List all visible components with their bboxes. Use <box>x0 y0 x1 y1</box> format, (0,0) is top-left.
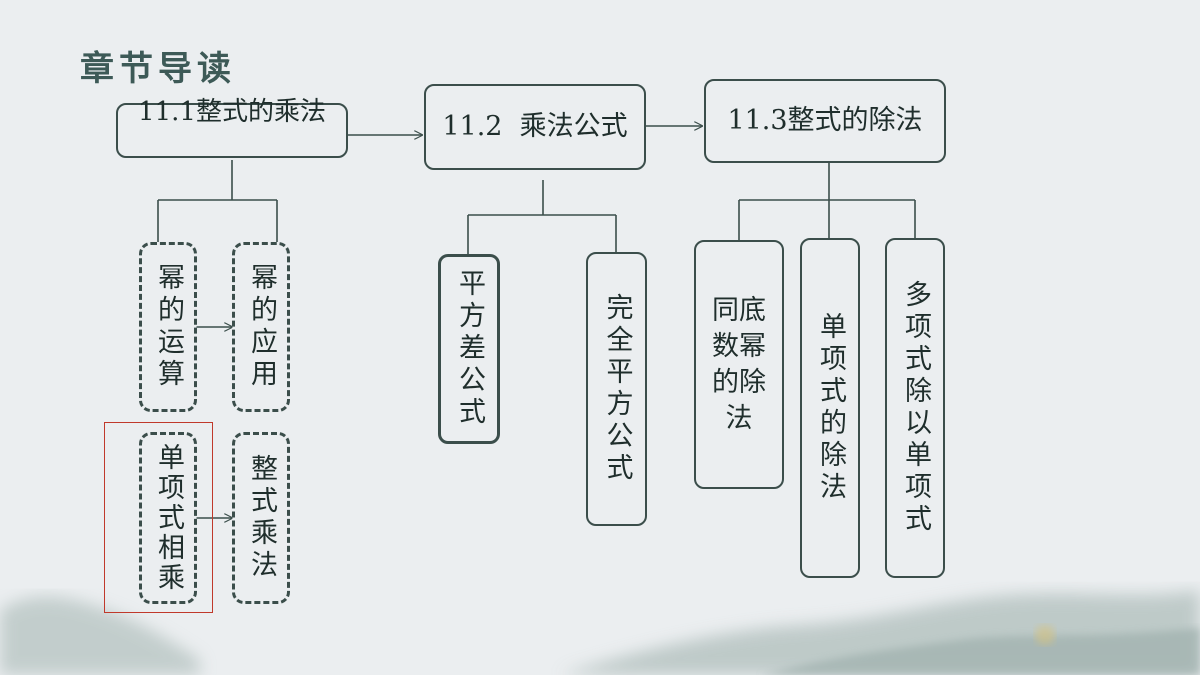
topic-power-operations-label: 幂的运算 <box>153 263 184 391</box>
topic-perfect-square-label: 完全平方公式 <box>601 293 633 485</box>
section-11-1-box: 11.1整式的乘法 <box>116 97 348 158</box>
topic-power-applications: 幂的应用 <box>232 242 290 412</box>
topic-same-base-power-division-label: 同底数幂的除法 <box>712 294 766 434</box>
topic-monomial-division-label: 单项式的除法 <box>815 312 846 504</box>
topic-same-base-power-division: 同底数幂的除法 <box>694 240 784 489</box>
section-11-3-box: 11.3整式的除法 <box>704 79 946 163</box>
topic-polynomial-multiplication: 整式乘法 <box>232 432 290 604</box>
topic-power-operations: 幂的运算 <box>139 242 197 412</box>
section-11-2-box: 11.2 乘法公式 <box>424 84 646 170</box>
topic-polynomial-multiplication-label: 整式乘法 <box>246 454 277 582</box>
section-11-1-heading: 11.1整式的乘法 <box>138 97 326 127</box>
topic-monomial-multiplication: 单项式相乘 <box>139 432 197 604</box>
topic-perfect-square: 完全平方公式 <box>586 252 647 526</box>
topic-difference-of-squares: 平方差公式 <box>438 254 500 444</box>
topic-polynomial-by-monomial-label: 多项式除以单项式 <box>900 280 931 536</box>
topic-difference-of-squares-label: 平方差公式 <box>454 269 485 429</box>
topic-power-applications-label: 幂的应用 <box>246 263 277 391</box>
selection-highlight-rectangle <box>104 422 213 613</box>
topic-polynomial-by-monomial: 多项式除以单项式 <box>885 238 945 578</box>
section-11-3-heading: 11.3整式的除法 <box>727 105 923 136</box>
section-11-2-heading: 11.2 乘法公式 <box>442 111 628 142</box>
page-title: 章节导读 <box>80 49 236 89</box>
topic-monomial-division: 单项式的除法 <box>800 238 860 578</box>
topic-monomial-multiplication-label: 单项式相乘 <box>153 443 184 593</box>
